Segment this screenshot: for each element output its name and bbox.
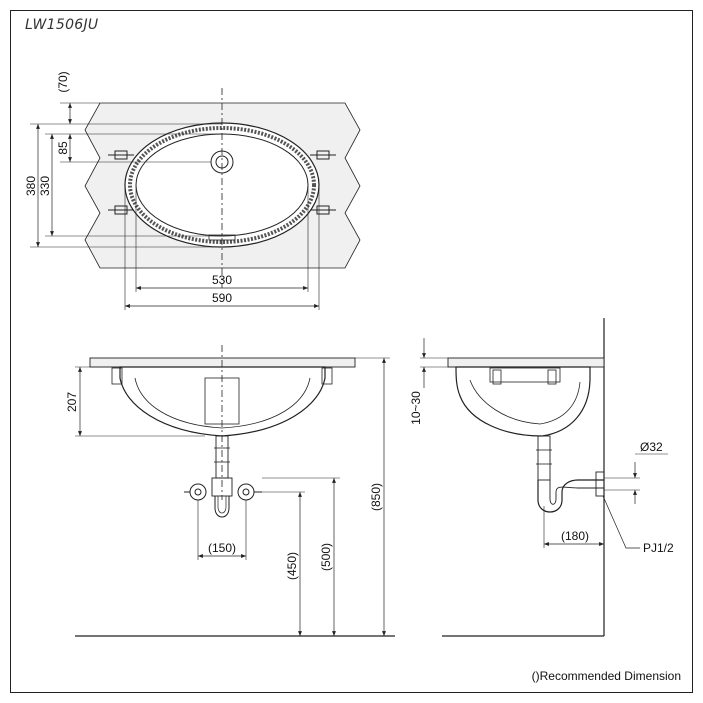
label-trap-spacing: (150) <box>208 541 236 555</box>
model-number: LW1506JU <box>25 17 99 33</box>
label-basin-height: 207 <box>65 392 79 412</box>
label-supply-thread: PJ1/2 <box>643 541 674 555</box>
recommended-dimension-note: ()Recommended Dimension <box>531 669 681 683</box>
supply-escutcheon <box>595 471 605 497</box>
drawing-frame <box>10 10 693 693</box>
label-outer-width: 590 <box>212 291 232 305</box>
trap-front <box>214 496 230 518</box>
label-supply-height: (450) <box>285 552 299 580</box>
supply-valves <box>184 483 262 501</box>
p-trap-side <box>537 479 604 513</box>
side-view <box>420 318 668 637</box>
label-counter-thickness: 10~30 <box>409 391 423 425</box>
mounting-brackets <box>108 150 336 215</box>
label-top-offset: (70) <box>56 71 70 92</box>
top-view <box>30 88 361 310</box>
side-drain-tail <box>537 435 551 481</box>
side-view-labels: 10~30 Ø32 (180) PJ1/2 <box>409 391 674 555</box>
label-drain-height: (500) <box>319 543 333 571</box>
top-view-labels: (70) 85 380 330 530 590 <box>24 71 232 305</box>
countertop-side <box>447 357 605 368</box>
label-bowl-width: 530 <box>212 273 232 287</box>
label-pipe-diameter: Ø32 <box>640 440 663 454</box>
label-bowl-depth: 330 <box>38 176 52 196</box>
countertop-section <box>89 357 356 368</box>
leader-supply-thread <box>602 495 640 549</box>
basin-front <box>119 366 326 437</box>
label-counter-height: (850) <box>369 483 383 511</box>
label-outer-depth: 380 <box>24 176 38 196</box>
label-wall-offset: (180) <box>561 529 589 543</box>
front-view-labels: 207 (150) (450) (500) (850) <box>65 392 383 580</box>
basin-side <box>455 366 591 437</box>
label-drain-offset: 85 <box>56 141 70 155</box>
front-view <box>75 345 395 637</box>
